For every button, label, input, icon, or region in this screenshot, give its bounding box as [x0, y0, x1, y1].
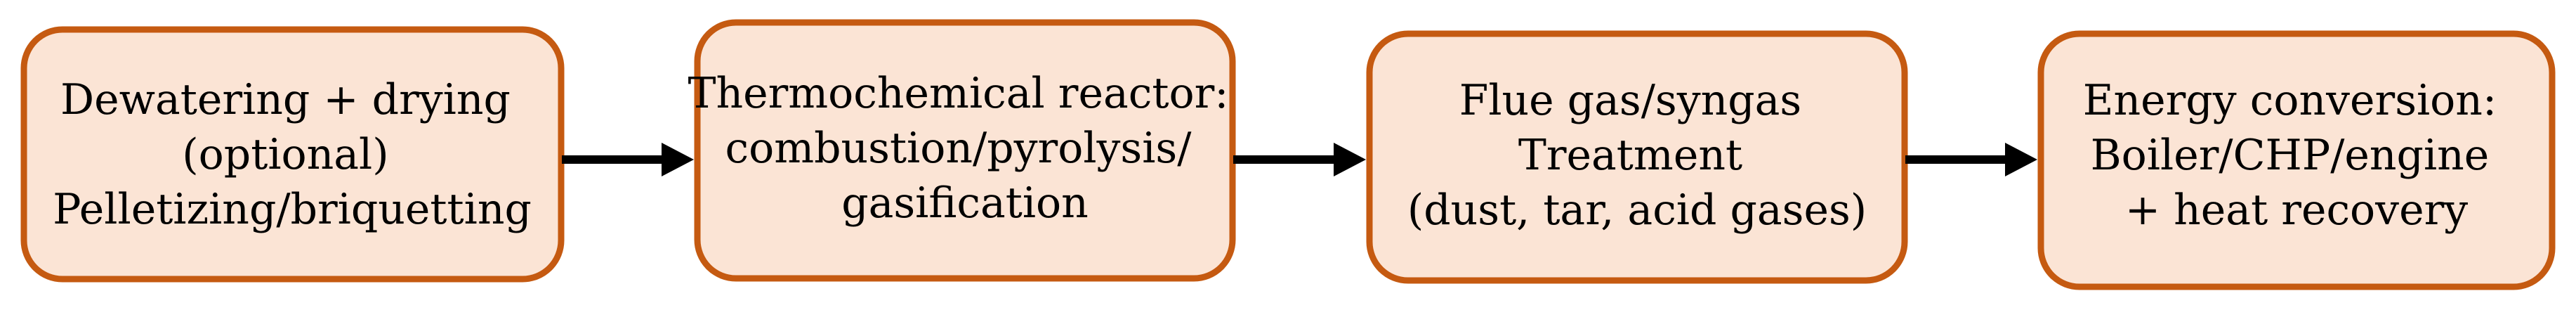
arrow-gas-treatment-to-energy-conversion [1905, 143, 2037, 176]
node-gas-treatment: Flue gas/syngas Treatment (dust, tar, ac… [1366, 30, 1908, 284]
arrow-pretreatment-to-reactor-head [662, 143, 694, 176]
arrow-pretreatment-to-reactor [562, 143, 694, 176]
svg-text:Dewatering + drying (opt: Dewatering + drying (optional) Pelletizi… [53, 75, 532, 234]
svg-text:Energy conversion: Boile: Energy conversion: Boiler/CHP/engine + h… [2083, 76, 2511, 235]
node-reactor-line-2: combustion/pyrolysis/ [725, 124, 1192, 173]
node-gas-treatment-line-2: Treatment [1518, 131, 1742, 180]
node-reactor-line-1: Thermochemical reactor: [688, 69, 1228, 118]
node-gas-treatment-line-3: (dust, tar, acid gases) [1407, 186, 1867, 235]
node-energy-conversion-line-3: + heat recovery [2125, 186, 2468, 235]
node-energy-conversion-box [2037, 30, 2556, 290]
node-reactor-line-3: gasification [841, 179, 1089, 228]
arrow-reactor-to-gas-treatment [1233, 143, 1366, 176]
node-pretreatment-line-3: Pelletizing/briquetting [53, 185, 532, 234]
svg-text:Flue gas/syngas Treatmen: Flue gas/syngas Treatment (dust, tar, ac… [1407, 76, 1867, 235]
svg-text:Thermochemical reactor:: Thermochemical reactor: combustion/pyrol… [688, 69, 1242, 228]
node-pretreatment-box [20, 26, 565, 283]
node-energy-conversion: Energy conversion: Boiler/CHP/engine + h… [2037, 30, 2556, 290]
node-pretreatment-line-2: (optional) [182, 130, 388, 179]
arrow-gas-treatment-to-energy-conversion-head [2005, 143, 2037, 176]
node-energy-conversion-line-1: Energy conversion: [2083, 76, 2497, 125]
node-gas-treatment-line-1: Flue gas/syngas [1459, 76, 1802, 125]
arrow-reactor-to-gas-treatment-head [1334, 143, 1366, 176]
node-gas-treatment-box [1366, 30, 1908, 284]
node-energy-conversion-line-2: Boiler/CHP/engine [2091, 131, 2490, 180]
node-reactor-box [694, 19, 1236, 282]
node-reactor: Thermochemical reactor: combustion/pyrol… [688, 19, 1242, 282]
node-pretreatment: Dewatering + drying (optional) Pelletizi… [20, 26, 565, 283]
node-pretreatment-line-1: Dewatering + drying [60, 75, 511, 124]
